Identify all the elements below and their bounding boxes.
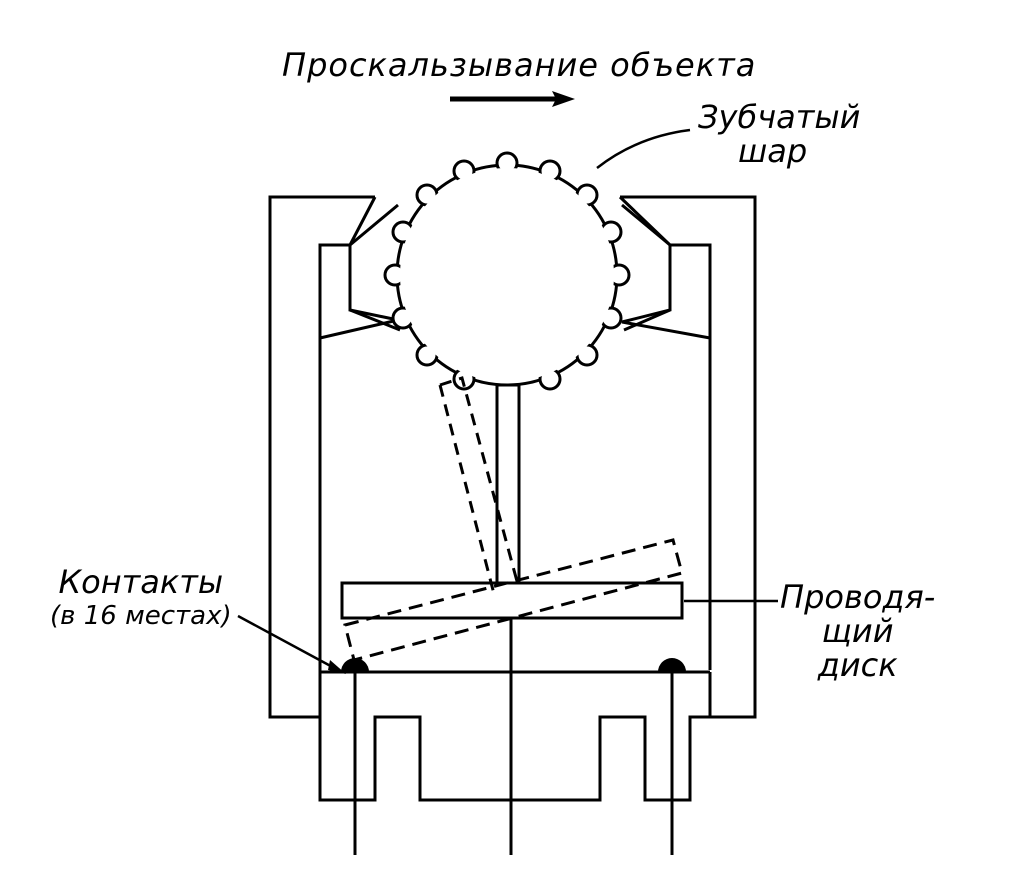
tilted-stem-dashed (438, 376, 520, 595)
right-socket-lip (621, 203, 671, 332)
conductive-disk-label-line2: щий (821, 612, 894, 650)
toothed-ball-label-line2: шар (738, 132, 808, 170)
toothed-ball-label: Зубчатый шар (698, 100, 860, 168)
conductive-disk-label-line3: диск (817, 646, 898, 684)
contacts-leader (237, 614, 339, 672)
inner-housing (318, 195, 712, 670)
contacts-label-line2: (в 16 местах) (50, 601, 232, 631)
connector-base (318, 672, 712, 802)
contacts-label-line1: Контакты (58, 563, 224, 601)
motion-arrowhead (552, 91, 575, 107)
conductive-disk-label: Проводя- щий диск (780, 580, 935, 682)
toothed-ball-label-line1: Зубчатый (698, 98, 861, 136)
contacts-leader-head (328, 660, 346, 674)
slip-direction-label: Проскальзывание объекта (282, 46, 757, 84)
tilted-disk-dashed (343, 538, 684, 662)
outer-housing (268, 195, 757, 719)
ball-leader (596, 128, 691, 169)
conductive-disk-label-line1: Проводя- (780, 578, 936, 616)
ball-stem (495, 383, 521, 583)
contacts-label: Контакты (в 16 местах) (50, 565, 232, 633)
left-contact (341, 658, 369, 672)
right-contact (658, 658, 686, 672)
toothed-ball (383, 151, 631, 391)
left-socket-lip (349, 203, 401, 332)
